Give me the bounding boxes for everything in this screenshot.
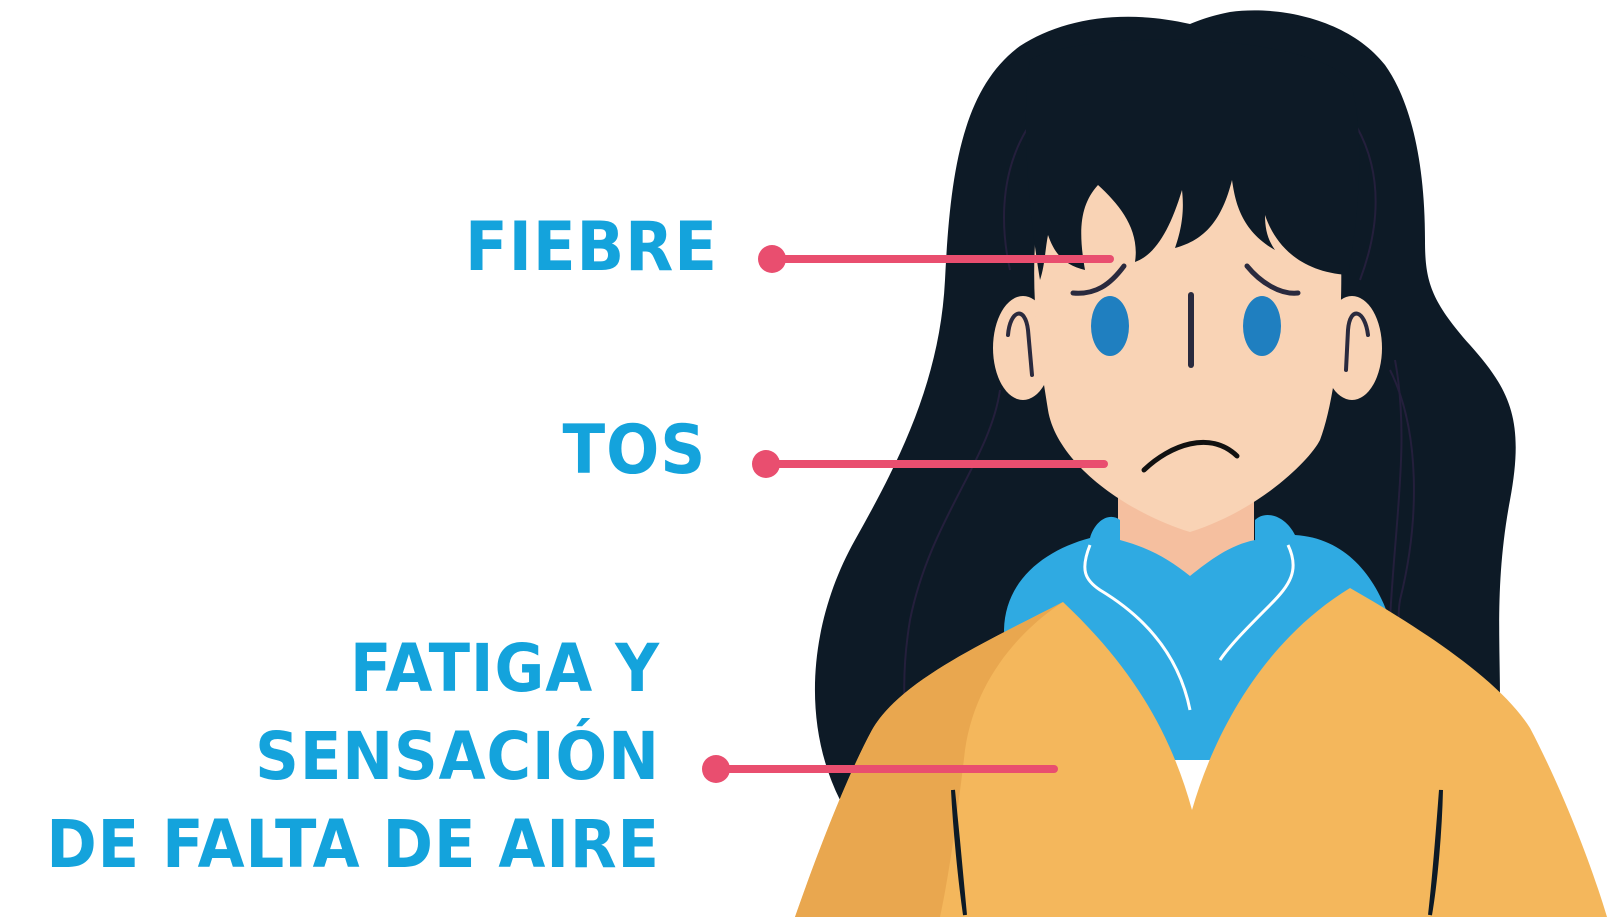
sweater-fold xyxy=(1428,789,1443,916)
leader-dot-fatiga xyxy=(702,755,730,783)
leader-dot-tos xyxy=(752,450,780,478)
right-ear-inner xyxy=(1344,311,1370,372)
label-fatiga-line: SENSACIÓN xyxy=(255,718,660,795)
label-fatiga-line: DE FALTA DE AIRE xyxy=(46,806,660,883)
right-eyebrow xyxy=(1244,263,1301,296)
label-fatiga-container: FATIGA Y SENSACIÓN DE FALTA DE AIRE xyxy=(0,630,660,883)
leader-dot-fiebre xyxy=(758,245,786,273)
left-ear-inner xyxy=(1006,311,1034,377)
left-eye xyxy=(1091,296,1129,356)
sweater-fold xyxy=(951,789,967,916)
sweater-shadow xyxy=(795,602,1063,917)
label-fiebre: FIEBRE xyxy=(465,208,718,287)
label-fiebre-container: FIEBRE xyxy=(0,214,718,284)
mouth xyxy=(1141,439,1240,473)
right-eye xyxy=(1243,296,1281,356)
label-tos-container: TOS xyxy=(0,417,706,487)
sweater xyxy=(795,588,1607,917)
left-eyebrow xyxy=(1070,263,1127,296)
collar-highlight xyxy=(1083,544,1192,711)
hair-bangs xyxy=(1025,39,1360,281)
label-fatiga-line: FATIGA Y xyxy=(349,630,660,707)
hair-strand xyxy=(1389,359,1403,621)
collar-highlight xyxy=(1218,544,1295,661)
label-tos: TOS xyxy=(562,411,706,490)
